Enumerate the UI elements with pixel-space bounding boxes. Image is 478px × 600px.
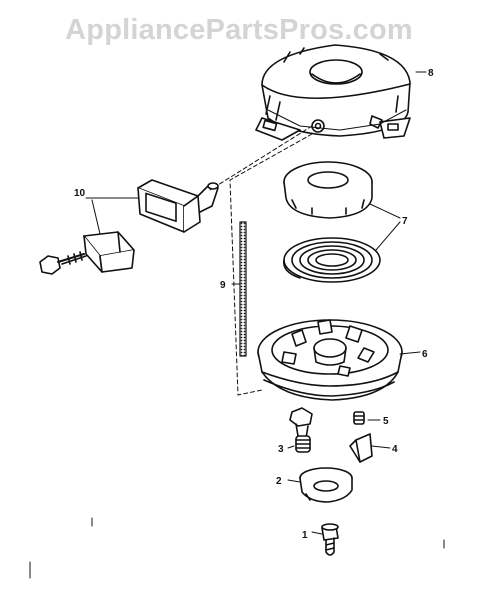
callout-10: 10: [74, 188, 86, 199]
watermark-text: AppliancePartsPros.com: [65, 14, 413, 46]
handle-screw: [39, 251, 87, 275]
dashed-rope-path: [209, 125, 313, 191]
pawl-spring: [353, 411, 365, 425]
callout-2: 2: [276, 476, 282, 487]
retainer: [299, 467, 353, 503]
pawl: [349, 433, 373, 463]
handle-insert: [83, 231, 135, 273]
starter-handle: [137, 179, 219, 233]
callout-8: 8: [428, 68, 434, 79]
callout-3: 3: [278, 444, 284, 455]
starter-housing: [255, 44, 411, 141]
callout-5: 5: [383, 416, 389, 427]
callout-6: 6: [422, 349, 428, 360]
callout-4: 4: [392, 444, 398, 455]
center-screw: [321, 523, 339, 556]
callout-7: 7: [402, 216, 408, 227]
brake-spring: [295, 435, 311, 453]
callout-9: 9: [220, 280, 226, 291]
callout-1: 1: [302, 530, 308, 541]
recoil-spring: [283, 237, 381, 283]
pulley: [257, 319, 403, 401]
pawl-pin: [289, 407, 313, 439]
spring-cover: [283, 161, 373, 219]
starter-rope: [239, 221, 247, 357]
